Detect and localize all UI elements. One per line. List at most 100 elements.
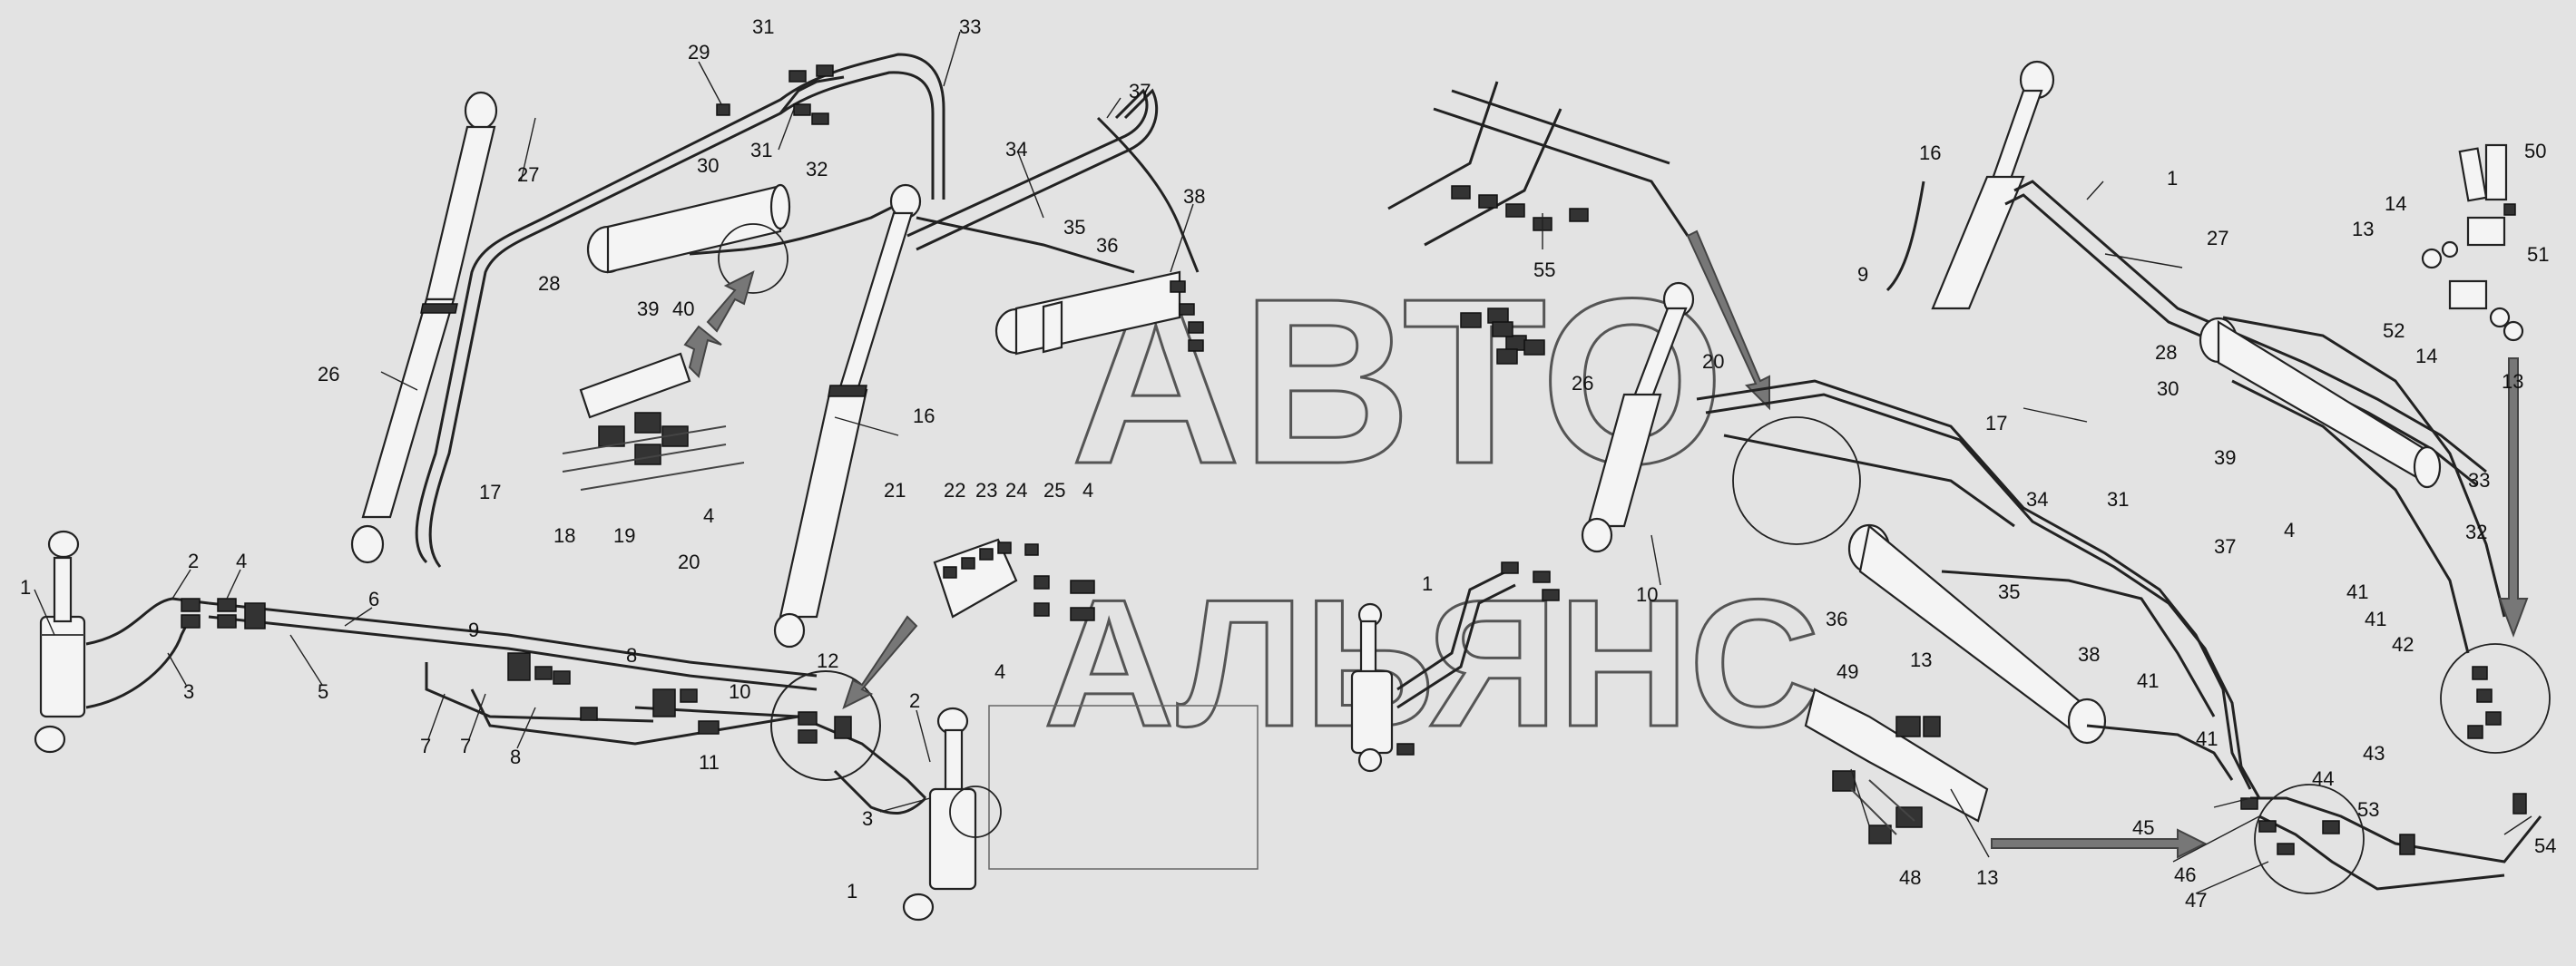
cylinder-16-left (773, 183, 922, 649)
fittings-36 (1170, 280, 1204, 352)
callout-label: 34 (2026, 488, 2048, 511)
cylinder-36-left (994, 270, 1181, 356)
callout-label: 20 (678, 551, 700, 573)
callout-label: 35 (1063, 216, 1085, 239)
callout-label: 40 (672, 298, 694, 320)
callout-label: 14 (2415, 345, 2437, 367)
callout-label: 30 (2157, 377, 2179, 400)
callout-labels-right: 55 16 1 9 27 28 20 26 17 10 1 34 31 36 3… (1422, 140, 2556, 912)
fittings-right-bottom (2240, 793, 2527, 855)
right-assembly-drawing (1350, 60, 2551, 894)
callout-label: 41 (2196, 727, 2218, 750)
callout-label: 32 (806, 158, 828, 181)
cylinder-30-left (586, 183, 791, 274)
callout-label: 32 (2465, 521, 2487, 543)
callout-label: 7 (460, 735, 471, 757)
callout-label: 23 (975, 479, 997, 502)
callout-label: 16 (913, 405, 935, 427)
arrow-left-2 (706, 270, 755, 333)
callout-label: 44 (2312, 767, 2334, 790)
fittings-left-2 (507, 652, 720, 735)
callout-label: 27 (2207, 227, 2228, 249)
callout-label: 7 (420, 735, 431, 757)
detail-48-49 (1804, 688, 1989, 844)
callout-label: 41 (2137, 669, 2159, 692)
callout-label: 53 (2357, 798, 2379, 821)
callout-label: 4 (994, 660, 1005, 683)
cylinder-26-right (1581, 281, 1695, 553)
cylinder-16-right (1931, 60, 2055, 310)
detail-circle-17 (1732, 416, 1861, 545)
callout-label: 3 (862, 807, 873, 830)
detail-circle-33 (2440, 643, 2551, 754)
callout-label: 52 (2383, 319, 2405, 342)
callout-label: 14 (2385, 192, 2406, 215)
callout-label: 2 (909, 689, 920, 712)
left-assembly-drawing (34, 53, 1204, 922)
callout-label: 49 (1837, 660, 1858, 683)
cylinder-26-left (350, 91, 498, 564)
callout-label: 13 (2352, 218, 2374, 240)
callout-label: 54 (2534, 834, 2556, 857)
callout-label: 4 (703, 504, 714, 527)
watermark-box (988, 705, 1259, 870)
callout-label: 37 (2214, 535, 2236, 558)
callout-label: 6 (368, 588, 379, 610)
detail-circle-45 (2254, 784, 2365, 894)
callout-label: 38 (2078, 643, 2100, 666)
callout-label: 46 (2174, 864, 2196, 886)
callout-label: 18 (553, 524, 575, 547)
callout-label: 43 (2363, 742, 2385, 765)
callout-label: 26 (318, 363, 339, 385)
fittings-left-1 (181, 598, 266, 629)
callout-label: 41 (2346, 581, 2368, 603)
callout-label: 11 (699, 751, 720, 774)
callout-label: 5 (318, 680, 328, 703)
callout-labels-left: 1 2 3 4 5 6 7 7 8 8 9 10 11 12 2 3 1 17 … (20, 15, 1205, 903)
callout-label: 25 (1043, 479, 1065, 502)
callout-label: 31 (750, 139, 772, 161)
callout-label: 19 (613, 524, 635, 547)
callout-label: 37 (1129, 80, 1151, 102)
callout-label: 39 (2214, 446, 2236, 469)
callout-label: 55 (1533, 259, 1555, 281)
callout-label: 26 (1572, 372, 1593, 395)
arrow-right-3 (2498, 357, 2529, 638)
callout-label: 4 (1082, 479, 1093, 502)
valve-block (933, 538, 1095, 621)
cylinder-left-small (34, 530, 86, 754)
detail-circle-40 (718, 223, 788, 294)
callout-label: 24 (1005, 479, 1027, 502)
callout-label: 30 (697, 154, 719, 177)
callout-label: 31 (2107, 488, 2129, 511)
cylinder-right-small (1350, 602, 1394, 773)
callout-label: 51 (2527, 243, 2549, 266)
callout-label: 33 (959, 15, 981, 38)
callout-label: 17 (479, 481, 501, 503)
callout-label: 34 (1005, 138, 1027, 161)
callout-label: 9 (468, 619, 479, 641)
leader-lines (34, 31, 2532, 894)
callout-label: 10 (1636, 583, 1658, 606)
callout-label: 21 (884, 479, 906, 502)
callout-label: 41 (2365, 608, 2386, 630)
detail-17-19 (562, 325, 745, 491)
callout-label: 13 (2502, 370, 2523, 393)
callout-label: 47 (2185, 889, 2207, 912)
callout-label: 13 (1976, 866, 1998, 889)
callout-label: 36 (1096, 234, 1118, 257)
watermark-line-2: АЛЬЯНС (1043, 562, 1820, 765)
frame-top (1387, 81, 1690, 351)
callout-label: 8 (510, 746, 521, 768)
callout-label: 1 (1422, 572, 1433, 595)
callout-label: 38 (1183, 185, 1205, 208)
callout-label: 12 (817, 649, 838, 672)
fittings-right-33 (2467, 666, 2502, 739)
callout-label: 50 (2524, 140, 2546, 162)
callout-label: 22 (944, 479, 965, 502)
callout-label: 1 (2167, 167, 2178, 190)
callout-label: 33 (2468, 469, 2490, 492)
callout-label: 3 (183, 680, 194, 703)
